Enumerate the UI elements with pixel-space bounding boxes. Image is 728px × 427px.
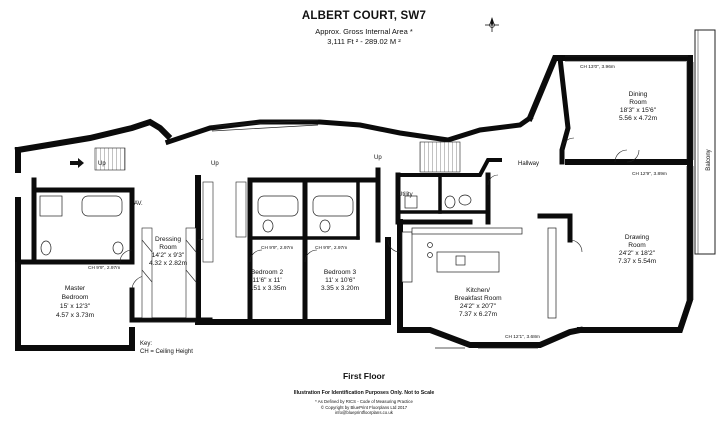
plan-title: ALBERT COURT, SW7 [301,10,427,22]
fine-print-2: © Copyright by BluePrint Floorplans Ltd … [320,404,408,410]
room-drawing-met: 7.37 x 5.54m [618,258,657,265]
room-bed3-name: Bedroom 3 [324,269,357,276]
room-kitchen-name2: Breakfast Room [454,295,502,302]
room-bed2-imp: 11'6" x 11' [252,277,281,284]
room-bed3-met: 3.35 x 3.20m [321,285,360,292]
stairs-left [94,147,126,171]
room-dressing-name1: Dressing [155,236,181,243]
label-up-middle: Up [211,161,219,167]
room-dining: Dining Room 18'3" x 15'6" 5.56 x 4.72m C… [580,64,658,122]
room-drawing: Drawing Room 24'2" x 18'2" 7.37 x 5.54m … [618,171,667,265]
room-bed2-met: 3.51 x 3.35m [248,285,287,292]
fine-print-1: * As Defined by RICS - Code of Measuring… [315,399,413,404]
room-master: Master Bedroom 15' x 12'3" 4.57 x 3.73m … [56,265,120,319]
room-kitchen-met: 7.37 x 6.27m [459,311,498,318]
room-bed2-ch: CH 9'9", 2.97m [261,245,293,251]
label-up-right: Up [374,155,382,161]
room-dining-name1: Dining [629,91,648,98]
label-up-left: Up [98,161,106,167]
fine-print-3: info@blueprintfloorplans.co.uk [335,410,393,415]
area-label: Approx. Gross Internal Area * [315,27,413,36]
room-master-imp: 15' x 12'3" [60,303,91,310]
balcony [694,29,716,255]
wardrobes [141,181,247,319]
room-bedroom-3: Bedroom 3 11' x 10'6" 3.35 x 3.20m CH 9'… [315,245,360,292]
compass-icon [485,17,499,32]
room-drawing-imp: 24'2" x 18'2" [619,250,656,257]
room-master-met: 4.57 x 3.73m [56,312,95,319]
label-av: AV. [134,201,143,207]
room-drawing-name2: Room [628,242,646,249]
room-dining-name2: Room [629,99,647,106]
room-bed2-name: Bedroom 2 [251,269,284,276]
room-kitchen-name1: Kitchen/ [466,287,490,294]
room-dressing-imp: 14'2" x 9'3" [152,252,185,259]
label-utility: Utility [398,192,413,198]
windows [15,55,694,349]
floor-name: First Floor [342,371,386,381]
room-master-name2: Bedroom [62,294,89,301]
room-bed3-imp: 11' x 10'6" [325,277,355,284]
room-dining-met: 5.56 x 4.72m [619,115,658,122]
key-text: CH = Ceiling Height [140,349,193,355]
room-kitchen: Kitchen/ Breakfast Room 24'2" x 20'7" 7.… [454,287,540,340]
room-dressing-met: 4.32 x 2.82m [149,260,188,267]
room-master-ch: CH 9'9", 2.97m [88,265,120,271]
room-bed3-ch: CH 9'9", 2.97m [315,245,347,251]
room-kitchen-ch: CH 12'1", 3.68m [505,334,540,340]
room-dressing: Dressing Room 14'2" x 9'3" 4.32 x 2.82m [149,236,188,267]
entry-arrow-icon [70,158,84,168]
bathroom-fixtures [39,194,472,256]
stairs-centre [419,141,461,173]
walls [14,55,693,351]
room-dressing-name2: Room [159,244,177,251]
room-drawing-name1: Drawing [625,234,650,241]
room-bedroom-2: Bedroom 2 11'6" x 11' 3.51 x 3.35m CH 9'… [248,245,293,292]
room-drawing-ch: CH 12'9", 3.89m [632,171,667,177]
label-hallway: Hallway [518,161,539,167]
room-master-name1: Master [65,285,86,292]
room-dining-imp: 18'3" x 15'6" [620,107,657,114]
key-title: Key: [140,341,152,347]
label-balcony: Balcony [706,149,712,170]
kitchen-units [401,227,557,319]
room-dining-ch: CH 13'0", 3.96m [580,64,615,70]
disclaimer: Illustration For Identification Purposes… [293,390,435,396]
area-value: 3,111 Ft ² - 289.02 M ² [327,37,401,46]
room-kitchen-imp: 24'2" x 20'7" [460,303,497,310]
